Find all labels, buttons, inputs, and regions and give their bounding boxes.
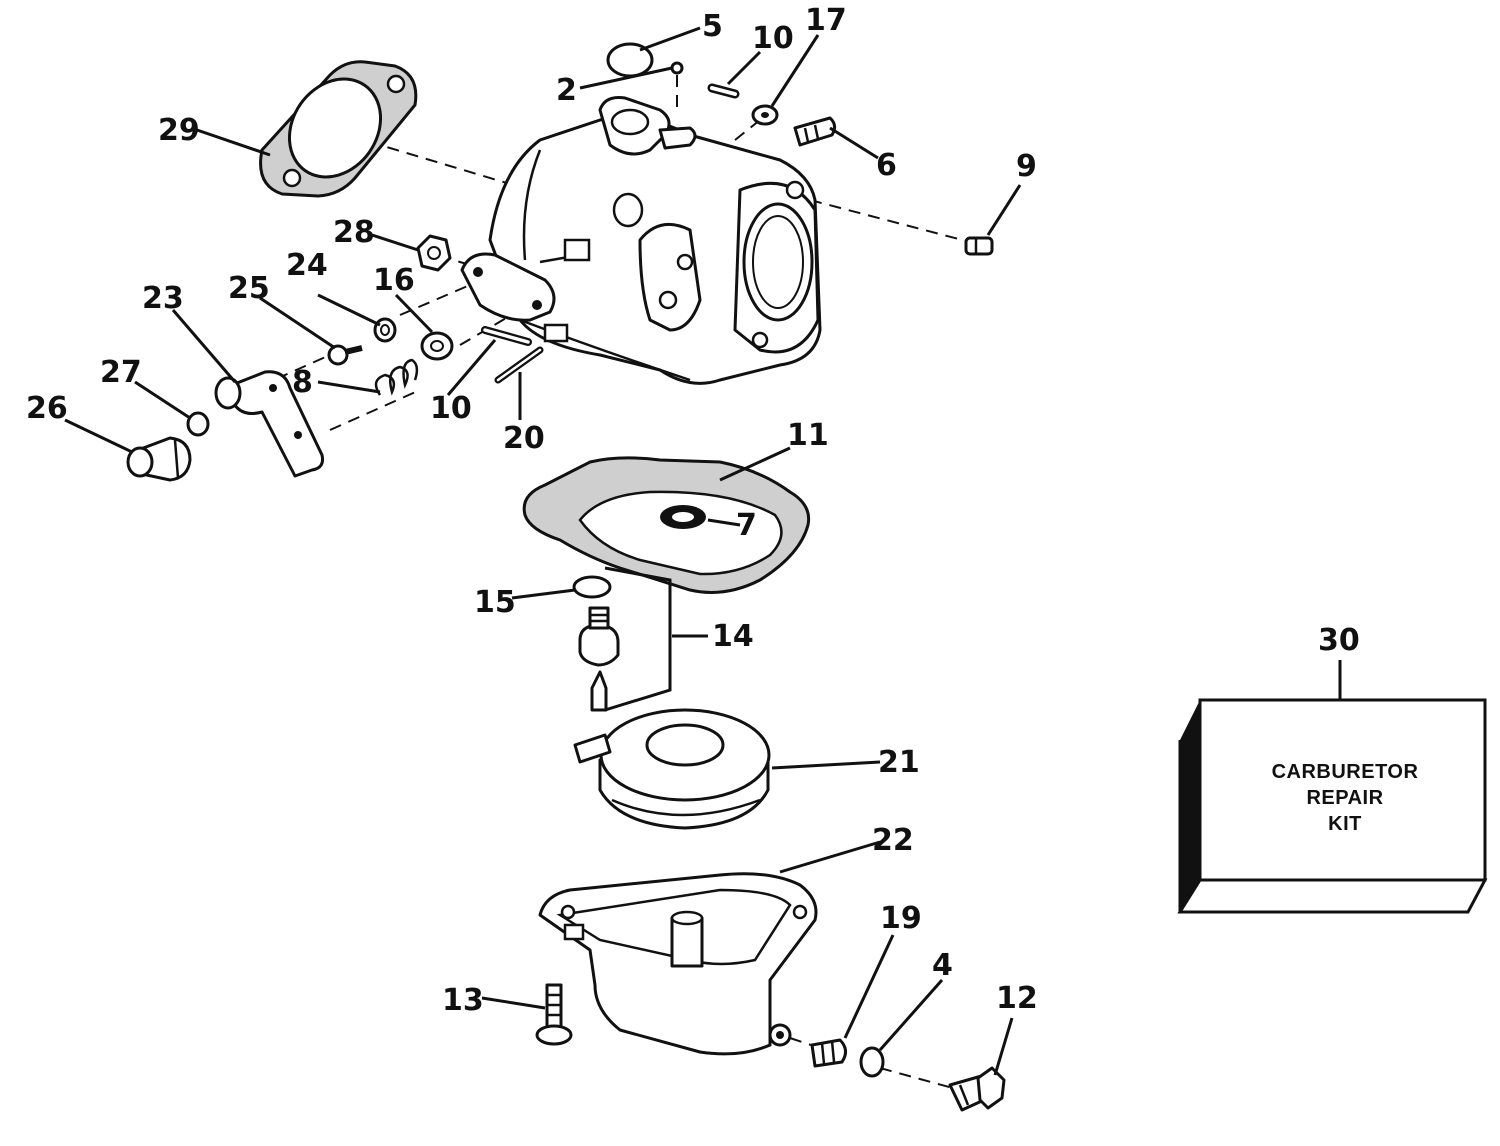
- part-14-needle: [590, 670, 608, 712]
- callout-29: 29: [158, 113, 200, 148]
- part-12-plug: [948, 1066, 1006, 1112]
- part-17-washer: [751, 104, 779, 126]
- part-4-washer: [859, 1046, 885, 1078]
- kit-label-line1: CARBURETOR: [1272, 761, 1419, 783]
- callout-2: 2: [556, 73, 577, 108]
- callout-7: 7: [736, 508, 757, 543]
- callout-16: 16: [373, 263, 415, 298]
- callout-12: 12: [996, 981, 1038, 1016]
- part-29-flange-gasket: [259, 60, 418, 198]
- part-30-repair-kit-box: CARBURETOR REPAIR KIT: [1177, 698, 1488, 914]
- part-8-spring: [374, 358, 419, 396]
- part-28-nut: [416, 234, 452, 272]
- callout-4: 4: [932, 948, 953, 983]
- part-26-bushing: [126, 436, 192, 482]
- part-16-nut: [420, 331, 454, 361]
- callout-10-lower: 10: [430, 391, 472, 426]
- part-14-needle-seat: [578, 606, 620, 667]
- callout-numbers: 5 2 10 17 6 9 29 28 24 16 25 23 27 26 8 …: [26, 3, 1360, 1018]
- carburetor-body: [488, 96, 822, 385]
- part-22-float-bowl: [538, 872, 818, 1056]
- part-25-screw: [327, 344, 363, 366]
- callout-30: 30: [1318, 623, 1360, 658]
- callout-28: 28: [333, 215, 375, 250]
- part-10-pin-lower: [481, 326, 532, 346]
- part-10-pin-top: [707, 83, 740, 99]
- callout-11: 11: [787, 418, 829, 453]
- callout-20: 20: [503, 421, 545, 456]
- part-15-washer: [572, 575, 612, 599]
- kit-label-line3: KIT: [1328, 813, 1362, 835]
- part-21-float: [573, 708, 771, 830]
- part-20-screw: [494, 346, 544, 384]
- callout-15: 15: [474, 585, 516, 620]
- callout-9: 9: [1016, 149, 1037, 184]
- callout-8: 8: [292, 365, 313, 400]
- callout-17: 17: [805, 3, 847, 38]
- callout-13: 13: [442, 983, 484, 1018]
- callout-5: 5: [702, 9, 723, 44]
- callout-6: 6: [876, 148, 897, 183]
- callout-21: 21: [878, 745, 920, 780]
- part-14-bracket: [604, 566, 672, 712]
- callout-26: 26: [26, 391, 68, 426]
- callout-23: 23: [142, 281, 184, 316]
- callout-22: 22: [872, 823, 914, 858]
- callout-25: 25: [228, 271, 270, 306]
- part-27-oring: [186, 411, 210, 437]
- callout-14: 14: [712, 619, 754, 654]
- part-19-jet: [810, 1038, 847, 1068]
- callout-27: 27: [100, 355, 142, 390]
- throttle-plate: [460, 238, 591, 322]
- leader-lines: [64, 26, 1342, 1076]
- callout-19: 19: [880, 901, 922, 936]
- callout-24: 24: [286, 248, 328, 283]
- part-6-screw: [793, 116, 837, 147]
- part-9-plug: [964, 236, 994, 256]
- part-11-bowl-gasket: [522, 456, 811, 594]
- part-2-ball: [670, 61, 684, 75]
- callout-10-top: 10: [752, 21, 794, 56]
- kit-label-line2: REPAIR: [1306, 787, 1383, 809]
- part-13-screw: [535, 983, 573, 1046]
- part-23-lever: [214, 370, 324, 478]
- part-24-washer: [373, 317, 397, 343]
